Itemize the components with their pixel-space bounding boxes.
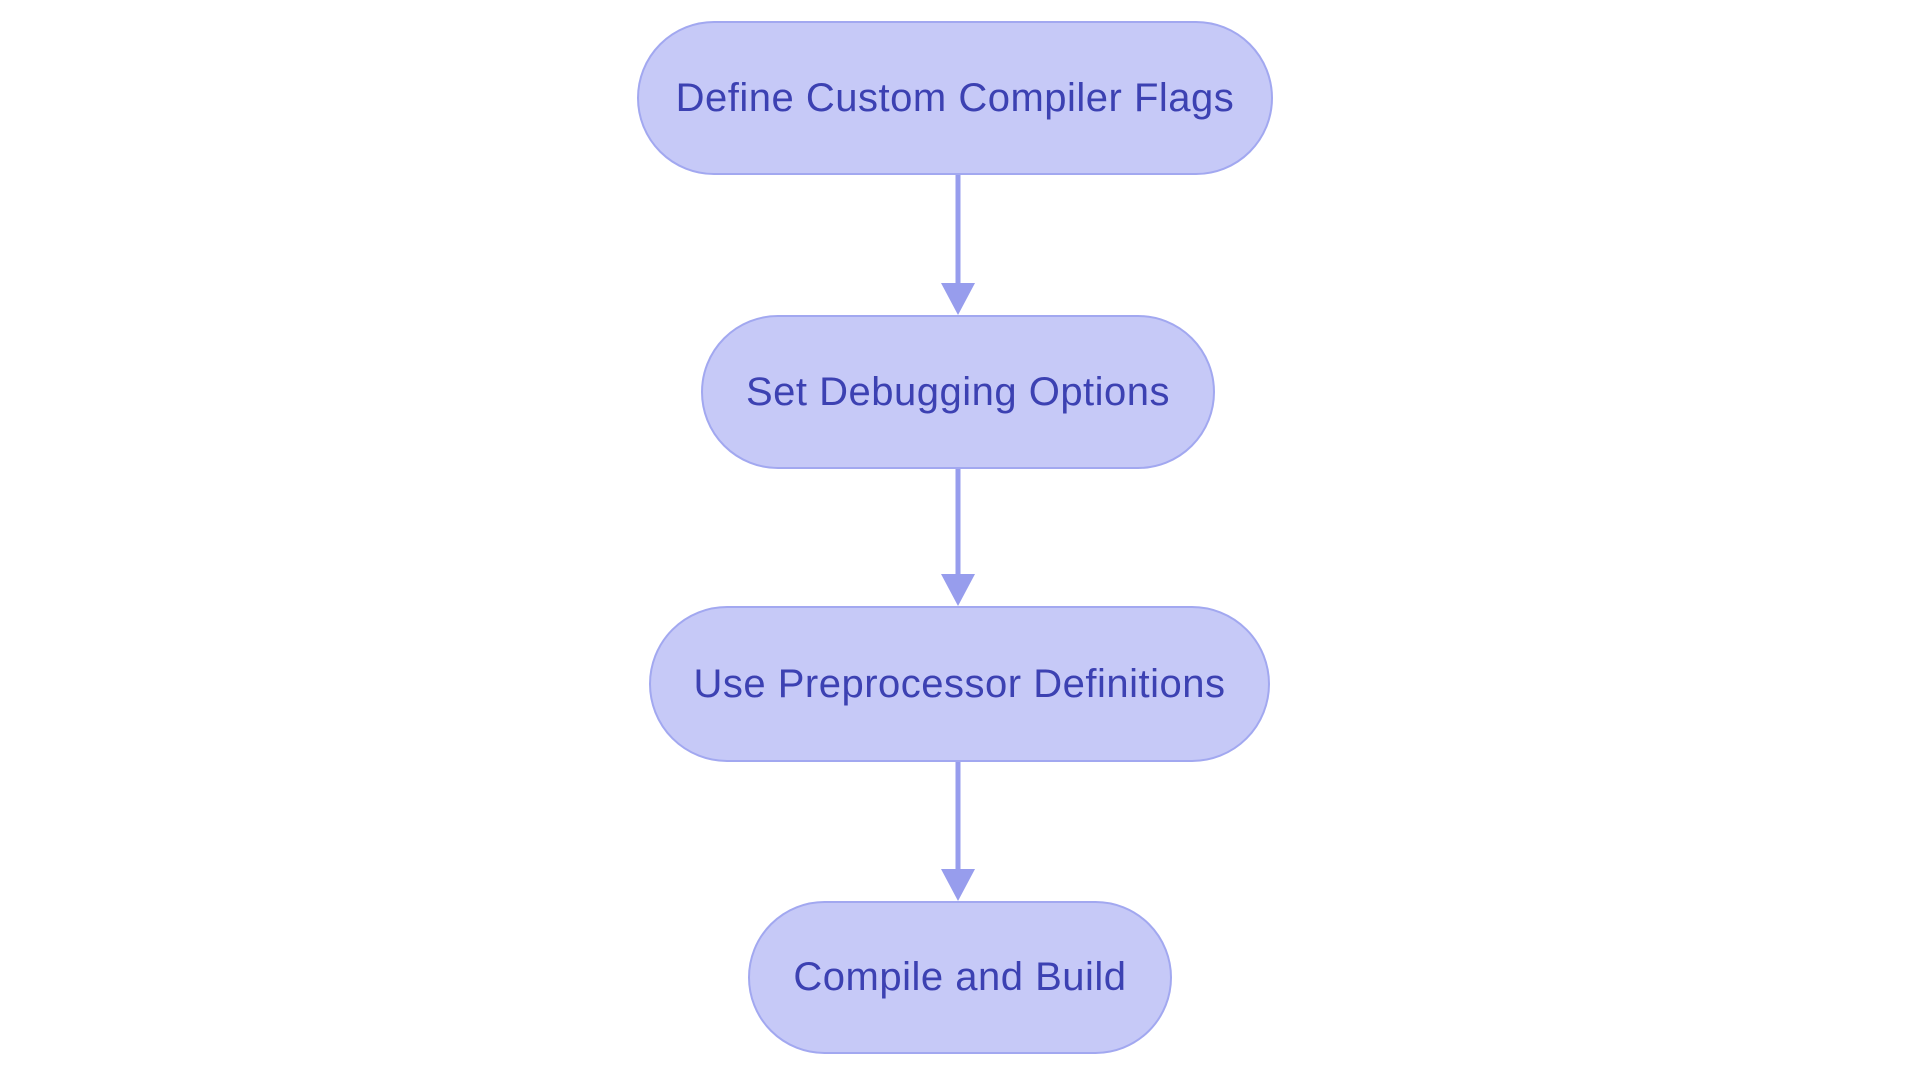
- arrow-head-icon: [941, 283, 975, 315]
- flow-node-use-preprocessor-definitions: Use Preprocessor Definitions: [649, 606, 1270, 762]
- flow-arrow-2: [941, 469, 975, 606]
- node-label: Compile and Build: [793, 955, 1127, 999]
- node-label: Set Debugging Options: [745, 369, 1171, 414]
- flow-arrow-3: [941, 762, 975, 901]
- arrow-head-icon: [941, 869, 975, 901]
- flow-node-define-custom-compiler-flags: Define Custom Compiler Flags: [637, 21, 1273, 175]
- node-label: Define Custom Compiler Flags: [675, 75, 1235, 120]
- arrow-head-icon: [941, 574, 975, 606]
- flow-arrow-1: [941, 175, 975, 315]
- node-label: Use Preprocessor Definitions: [693, 661, 1226, 706]
- flow-node-set-debugging-options: Set Debugging Options: [701, 315, 1215, 469]
- flow-node-compile-and-build: Compile and Build: [748, 901, 1172, 1054]
